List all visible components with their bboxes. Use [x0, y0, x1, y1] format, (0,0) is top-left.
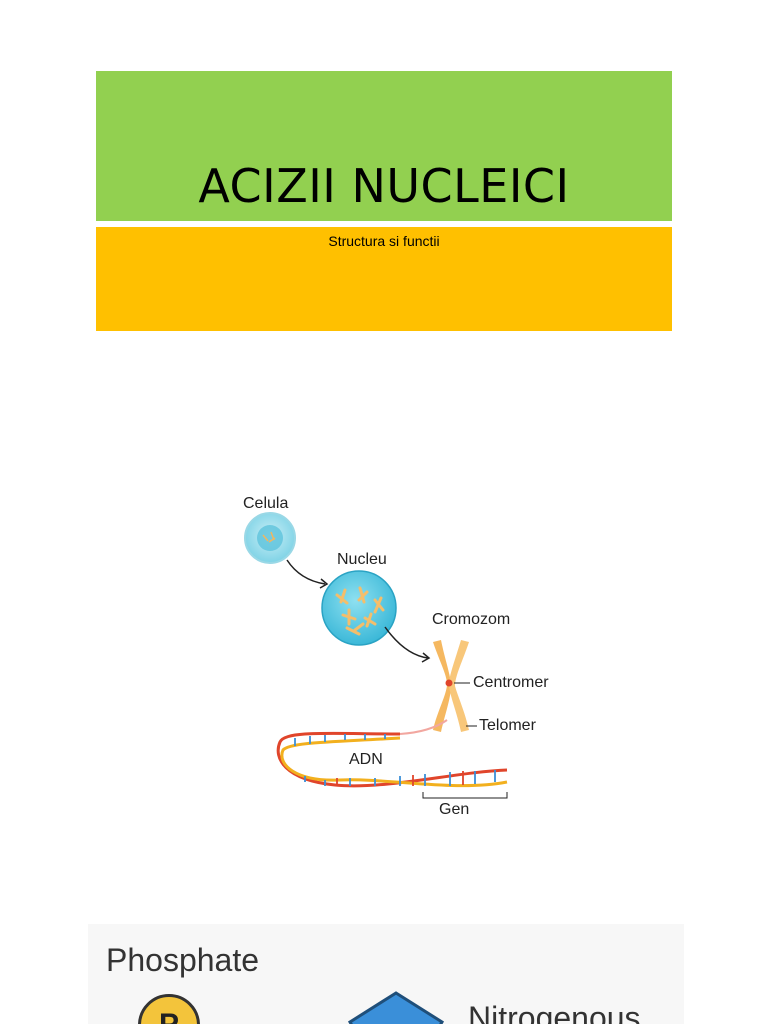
- nucleotide-figure: Phosphate P Nitrogenous: [88, 924, 684, 1024]
- phosphate-symbol: P: [159, 1008, 179, 1024]
- label-nitrogenous: Nitrogenous: [468, 1000, 641, 1024]
- phosphate-icon: P: [138, 994, 200, 1024]
- label-gene: Gen: [439, 801, 469, 818]
- page-subtitle: Structura si functii: [328, 233, 440, 249]
- label-dna: ADN: [349, 751, 383, 768]
- cell-illustration: [244, 512, 296, 564]
- subtitle-banner: Structura si functii: [96, 227, 672, 331]
- label-chromosome: Cromozom: [432, 611, 510, 628]
- label-telomere: Telomer: [479, 717, 537, 734]
- label-phosphate: Phosphate: [106, 942, 260, 978]
- dna-hierarchy-figure: Celula Nucleu Cromozom Centromer Telomer: [243, 495, 549, 818]
- sugar-pentagon-icon: [347, 991, 445, 1024]
- nucleus-illustration: [321, 570, 397, 646]
- dna-helix-illustration: [276, 731, 508, 788]
- page-title: ACIZII NUCLEICI: [198, 159, 570, 213]
- label-nucleus: Nucleu: [337, 551, 387, 568]
- label-centromere: Centromer: [473, 674, 549, 691]
- label-cell: Celula: [243, 495, 288, 512]
- title-banner: ACIZII NUCLEICI: [96, 71, 672, 221]
- gene-bracket: [422, 792, 508, 799]
- chromosome-illustration: [399, 640, 469, 735]
- arrow-nucleus-chromosome: [384, 626, 429, 659]
- arrow-cell-nucleus: [286, 559, 326, 585]
